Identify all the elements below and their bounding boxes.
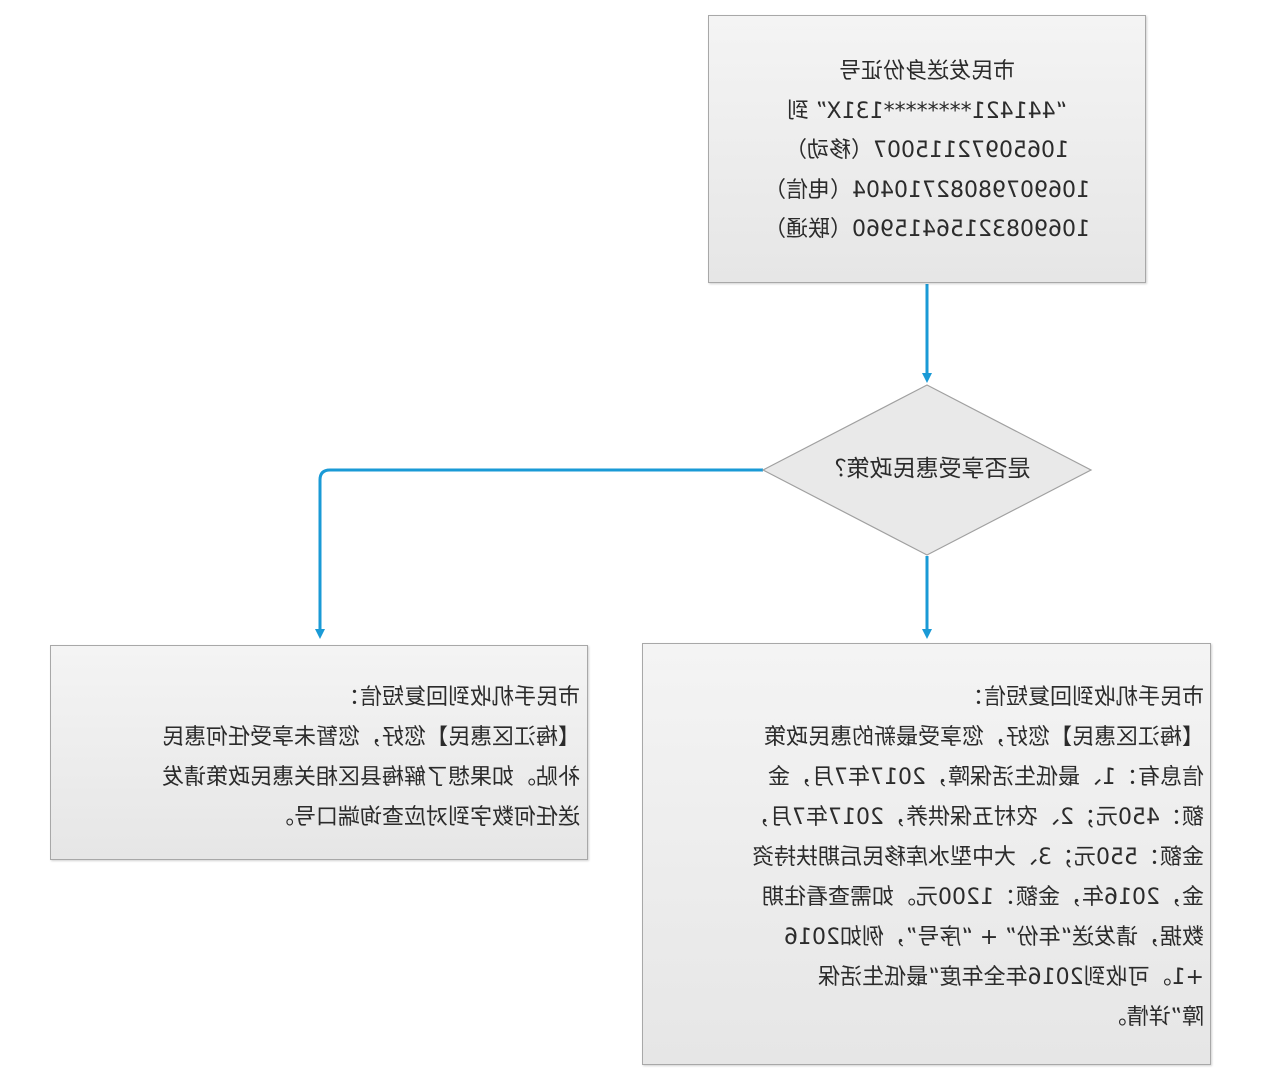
yes-branch-line: 数据，请发送“年份” + “序号”，例如2016 xyxy=(784,925,1204,950)
decision-diamond xyxy=(761,384,1093,556)
yes-branch-line: 信息有：1、最低生活保障，2017年7月，金 xyxy=(768,765,1204,790)
yes-branch-line: 障”详情。 xyxy=(1104,1005,1204,1030)
start-line: 10690798082710404（电信） xyxy=(764,177,1090,203)
no-branch-line: 送任何数字到对应查询端口号。 xyxy=(271,805,580,830)
start-box xyxy=(708,15,1146,283)
yes-branch-box xyxy=(642,643,1211,1065)
start-box-text: 市民发送身份证号 “441421********131X” 到 10650972… xyxy=(708,52,1146,250)
no-branch-line: 【梅江区惠民】您好，您暂未享受任何惠民 xyxy=(161,725,580,750)
yes-branch-line: +1。可收到2016年全年度“最低生活保 xyxy=(818,965,1204,990)
start-line: 10690832156415960（联通） xyxy=(764,217,1090,242)
yes-branch-line: 额：450元；2、农村五保供养，2017年7月， xyxy=(748,805,1204,830)
start-line: 10650972115007（移动） xyxy=(785,138,1069,163)
start-line: “441421********131X” 到 xyxy=(787,98,1067,124)
start-line: 市民发送身份证号 xyxy=(839,59,1016,84)
no-branch-text: 市民手机收到回复短信： 【梅江区惠民】您好，您暂未享受任何惠民 补贴。如果想了解… xyxy=(50,678,580,838)
connector-decision-to-left xyxy=(315,468,763,639)
yes-branch-line: 【梅江区惠民】您好，您享受最新的惠民政策 xyxy=(763,725,1204,750)
yes-branch-line: 金，2016年，金额：1200元。如需查看往期 xyxy=(762,885,1204,910)
yes-branch-line: 市民手机收到回复短信： xyxy=(961,685,1204,710)
no-branch-line: 补贴。如果想了解梅县区相关惠民政策请发 xyxy=(161,765,580,790)
yes-branch-line: 金额：550元；3、大中型水库移民后期扶持资 xyxy=(752,845,1204,870)
yes-branch-text: 市民手机收到回复短信： 【梅江区惠民】您好，您享受最新的惠民政策 信息有：1、最… xyxy=(642,678,1204,1038)
no-branch-box xyxy=(50,645,588,860)
decision-label: 是否享受惠民政策？ xyxy=(823,456,1031,482)
no-branch-line: 市民手机收到回复短信： xyxy=(337,685,580,710)
